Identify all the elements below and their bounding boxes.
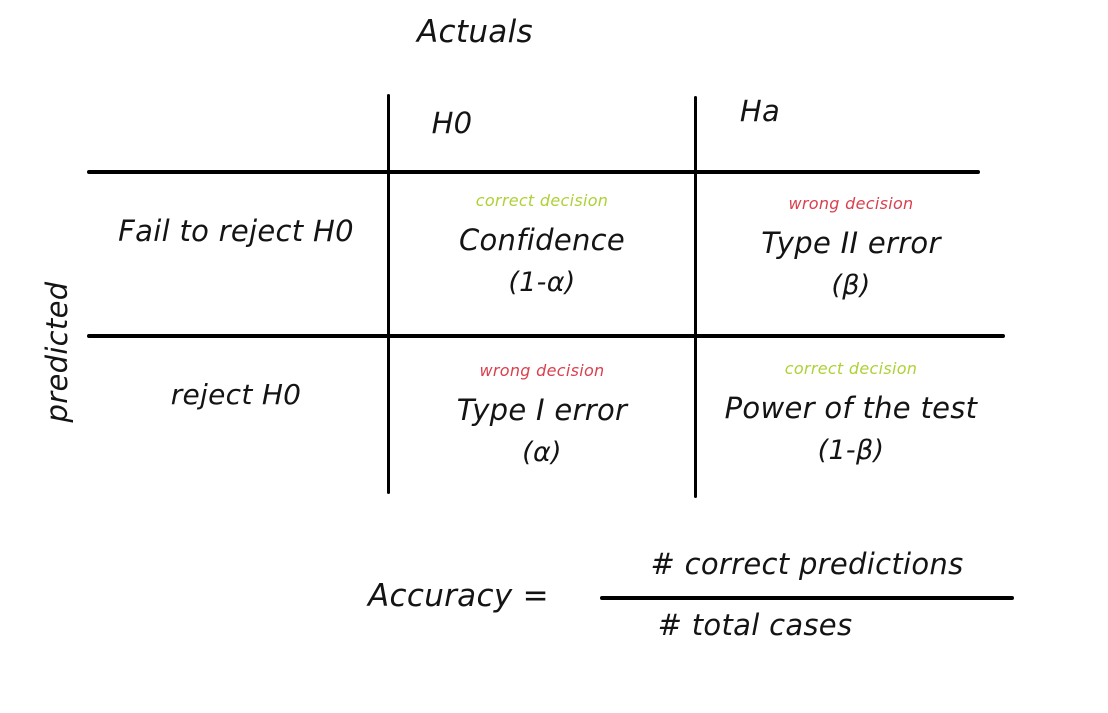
cell-type-ii-error: wrong decision Type II error (β) [698, 194, 1004, 306]
fraction-bar [600, 596, 1014, 600]
wrong-decision-tag: wrong decision [479, 361, 605, 380]
cell-name: Power of the test [724, 391, 978, 425]
cell-type-i-error: wrong decision Type I error (α) [391, 361, 693, 473]
cell-symbol: (β) [831, 270, 871, 301]
correct-decision-tag: correct decision [475, 191, 609, 210]
accuracy-formula-numerator: # correct predictions [650, 547, 964, 581]
accuracy-formula-lhs: Accuracy = [368, 578, 549, 614]
column-header-h0: H0 [431, 106, 473, 140]
wrong-decision-tag: wrong decision [788, 194, 914, 213]
cell-symbol: (1-α) [508, 267, 576, 298]
cell-power-of-test: correct decision Power of the test (1-β) [698, 359, 1004, 471]
column-header-ha: Ha [739, 94, 781, 128]
grid-vertical-line-left [387, 94, 390, 494]
accuracy-formula-denominator: # total cases [657, 608, 853, 642]
correct-decision-tag: correct decision [784, 359, 918, 378]
grid-horizontal-line-bottom [87, 334, 1005, 338]
actuals-axis-title: Actuals [417, 14, 533, 50]
cell-symbol: (1-β) [817, 435, 885, 466]
grid-vertical-line-right [694, 96, 697, 498]
predicted-axis-title: predicted [40, 281, 74, 423]
cell-name: Type I error [456, 393, 628, 427]
cell-name: Type II error [761, 226, 941, 260]
cell-name: Confidence [458, 223, 626, 257]
cell-confidence: correct decision Confidence (1-α) [391, 191, 693, 303]
cell-symbol: (α) [522, 437, 562, 468]
row-header-fail-to-reject: Fail to reject H0 [118, 214, 354, 248]
grid-horizontal-line-top [87, 170, 980, 174]
row-header-reject: reject H0 [170, 378, 302, 411]
